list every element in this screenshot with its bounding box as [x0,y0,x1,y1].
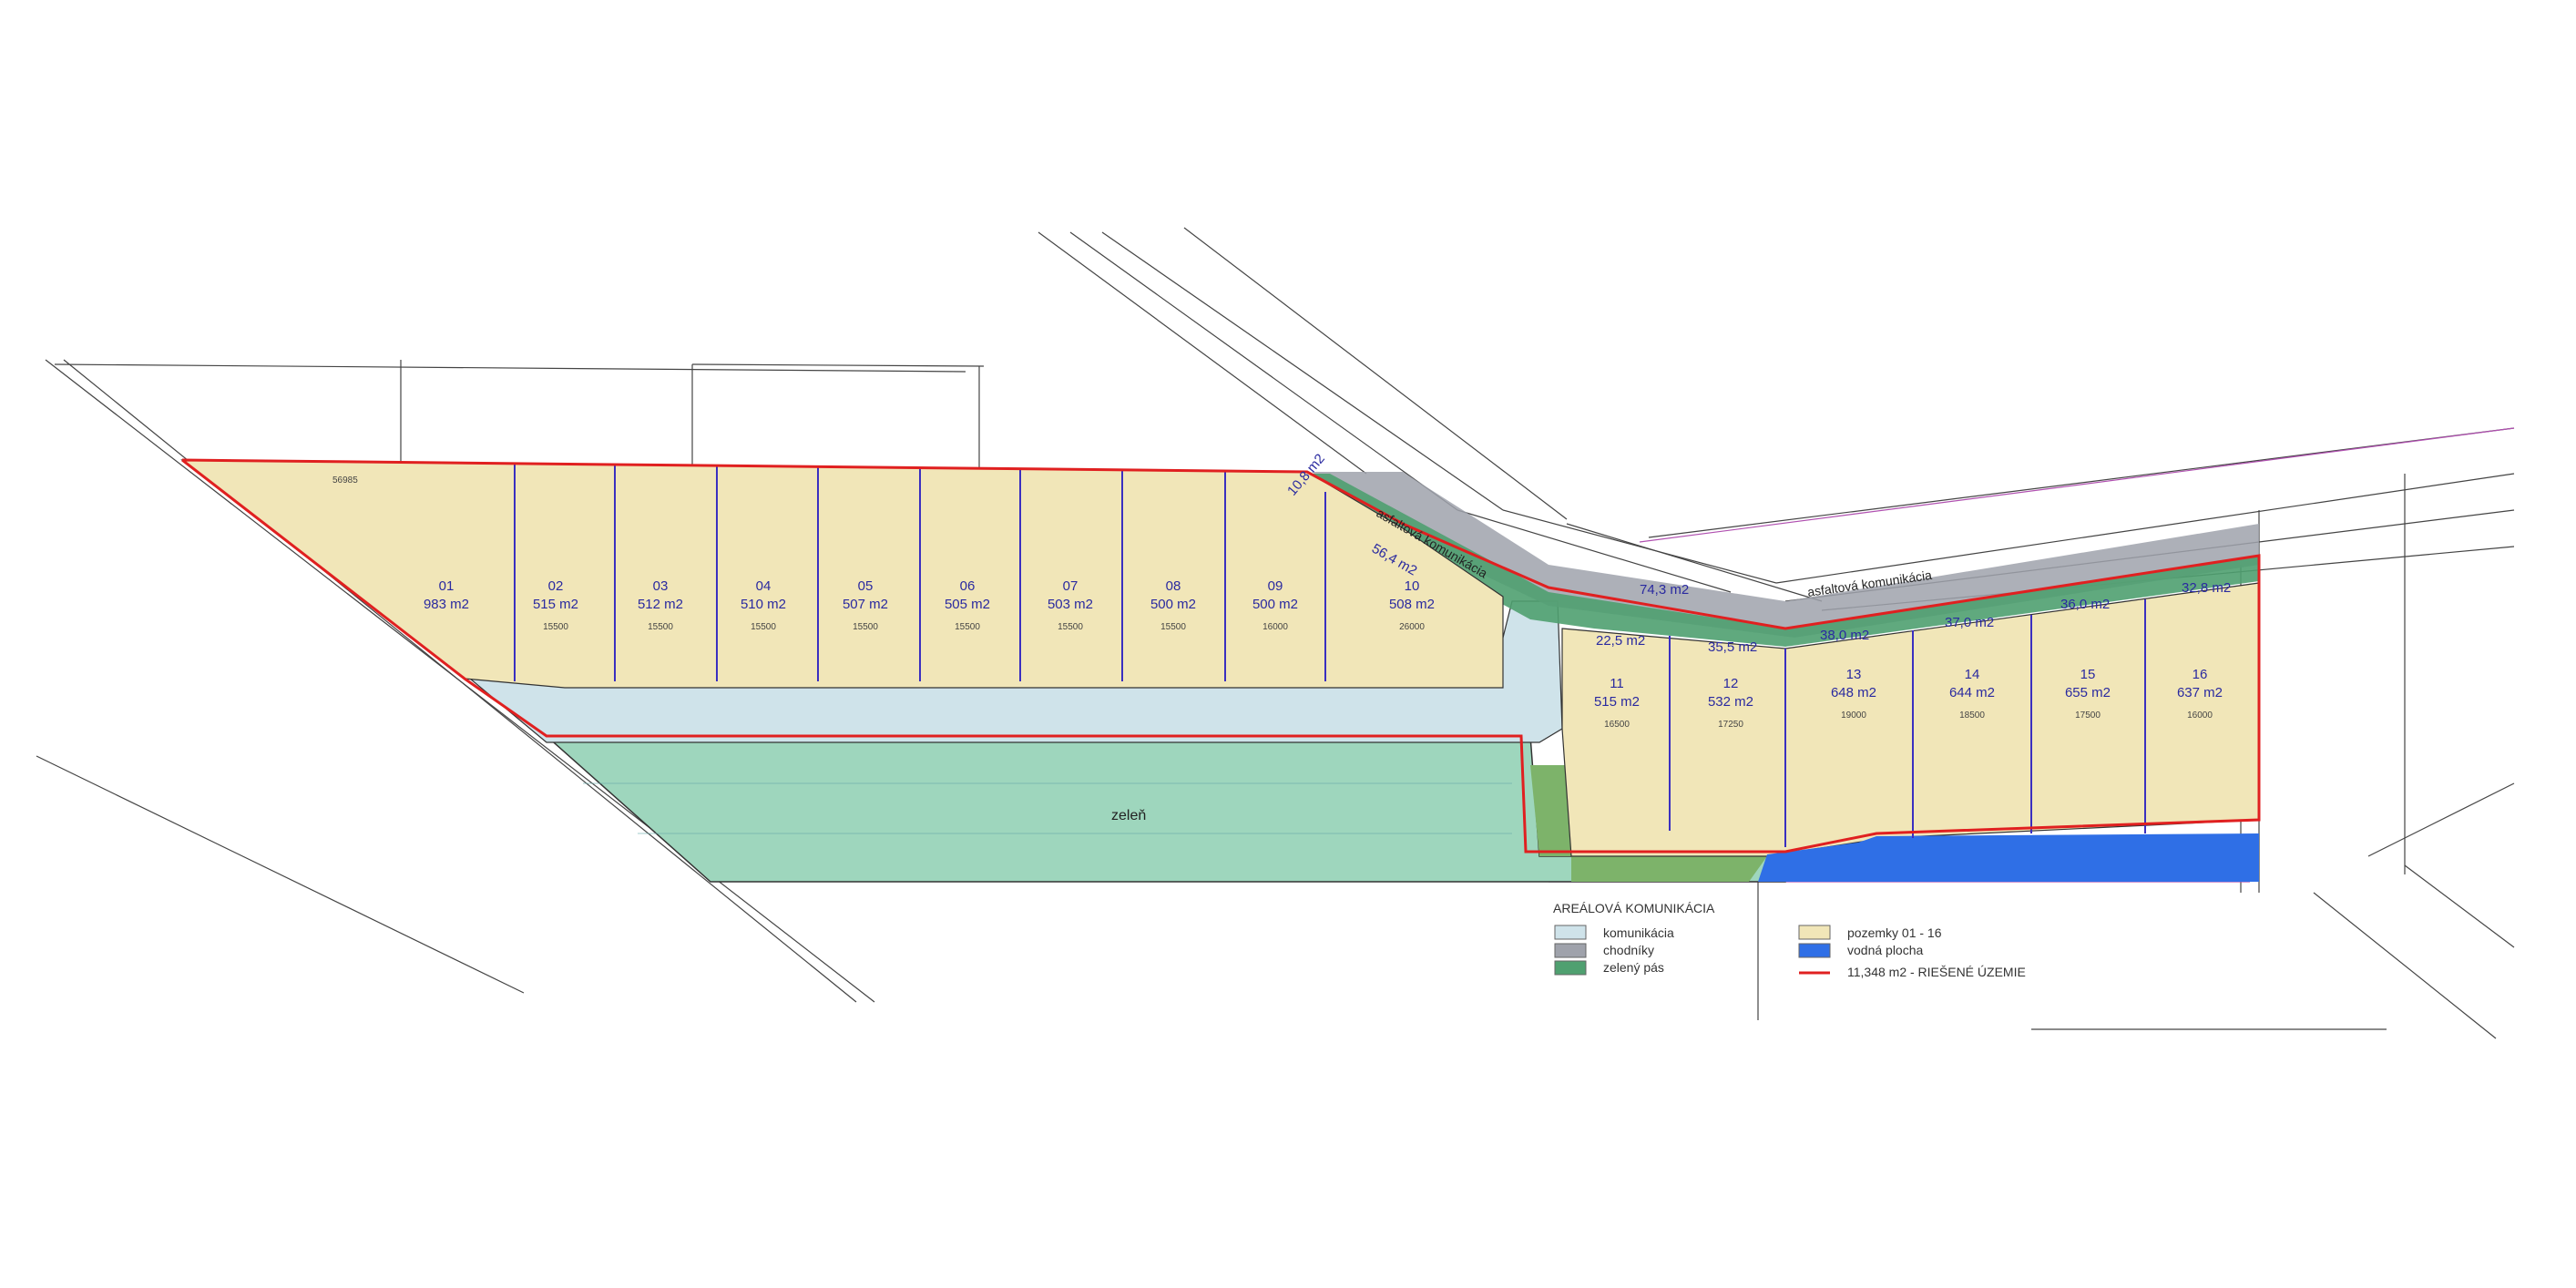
plot-number-11: 11 [1610,676,1624,691]
plot-number-05: 05 [858,578,874,594]
plot-number-16: 16 [2193,667,2208,682]
legend-swatch-sidewalk [1554,943,1587,958]
plot-area-11: 515 m2 [1594,694,1640,710]
plot-dimension-16: 16000 [2187,710,2213,721]
plot-number-13: 13 [1846,667,1862,682]
plot-number-15: 15 [2080,667,2096,682]
strip-area-3: 74,3 m2 [1640,582,1689,598]
plot-area-03: 512 m2 [638,597,683,612]
legend-road-label: komunikácia [1603,925,1674,940]
plot-division-lines [514,465,2146,847]
plot-area-09: 500 m2 [1252,597,1298,612]
plot-area-12: 532 m2 [1708,694,1753,710]
plot-area-01: 983 m2 [424,597,469,612]
plot-dimension-15: 17500 [2075,710,2101,721]
plot-dimension-12: 17250 [1718,720,1743,730]
plot-area-05: 507 m2 [843,597,888,612]
plot-area-15: 655 m2 [2065,685,2111,700]
strip-area-9: 32,8 m2 [2182,580,2231,596]
plot-area-08: 500 m2 [1150,597,1196,612]
plot-dimension-13: 19000 [1841,710,1866,721]
plot-number-02: 02 [548,578,564,594]
plot-area-07: 503 m2 [1048,597,1093,612]
legend-swatch-road [1554,925,1587,940]
strip-area-4: 22,5 m2 [1596,633,1645,649]
green-strip [1303,474,2259,647]
plot-dimension-09: 16000 [1262,622,1288,632]
legend-boundary-label: 11,348 m2 - RIEŠENÉ ÚZEMIE [1847,965,2026,979]
plot-dimension-06: 15500 [955,622,980,632]
top-dimension: 56985 [332,475,358,486]
plot-number-01: 01 [439,578,455,594]
green-strip-vertical [1530,765,1571,856]
plots-west [180,459,1504,689]
green-strip-bottom [1571,856,1767,882]
plot-area-06: 505 m2 [945,597,990,612]
plot-area-02: 515 m2 [533,597,578,612]
plot-number-08: 08 [1166,578,1181,594]
plot-number-09: 09 [1268,578,1283,594]
plot-dimension-11: 16500 [1604,720,1630,730]
greenery-label: zeleň [1111,808,1146,823]
legend-title: AREÁLOVÁ KOMUNIKÁCIA [1553,901,1715,915]
plot-number-06: 06 [960,578,976,594]
plot-dimension-02: 15500 [543,622,568,632]
plot-area-13: 648 m2 [1831,685,1876,700]
plot-number-14: 14 [1965,667,1980,682]
strip-area-8: 36,0 m2 [2060,597,2110,612]
legend-swatch-plots [1798,925,1831,940]
plot-dimension-10: 26000 [1399,622,1425,632]
plot-area-04: 510 m2 [741,597,786,612]
plot-dimension-03: 15500 [648,622,673,632]
plot-number-03: 03 [653,578,669,594]
strip-area-6: 38,0 m2 [1820,628,1869,643]
plot-number-07: 07 [1063,578,1078,594]
plot-area-10: 508 m2 [1389,597,1435,612]
plot-dimension-04: 15500 [751,622,776,632]
legend-plots-label: pozemky 01 - 16 [1847,925,1942,940]
plot-area-14: 644 m2 [1949,685,1995,700]
plot-dimension-05: 15500 [853,622,878,632]
plot-number-04: 04 [756,578,772,594]
legend-green-strip-label: zelený pás [1603,960,1664,975]
legend-sidewalk-label: chodníky [1603,943,1654,957]
strip-area-5: 35,5 m2 [1708,639,1757,655]
legend-swatch-water [1798,943,1831,958]
plot-number-10: 10 [1405,578,1420,594]
legend-water-label: vodná plocha [1847,943,1924,957]
plot-dimension-14: 18500 [1959,710,1985,721]
water-area [1758,833,2259,882]
legend: AREÁLOVÁ KOMUNIKÁCIA komunikácia chodník… [1553,901,2026,979]
legend-swatch-green-strip [1554,960,1587,976]
plot-dimension-08: 15500 [1160,622,1186,632]
plot-dimension-07: 15500 [1058,622,1083,632]
plot-labels: 01 983 m2 02 515 m2 15500 03 512 m2 15500 04 510 … [424,578,2223,730]
plot-area-16: 637 m2 [2177,685,2223,700]
strip-area-7: 37,0 m2 [1945,615,1994,630]
site-boundary [181,458,2261,854]
plot-number-12: 12 [1723,676,1739,691]
